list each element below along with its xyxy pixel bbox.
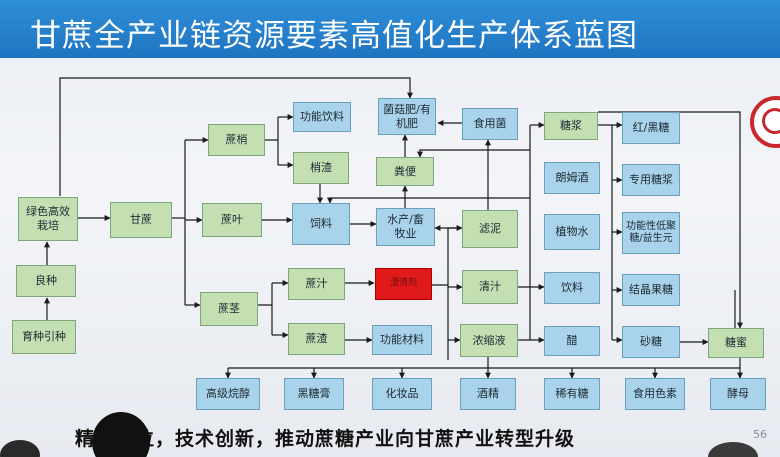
node-qingzhi: 清汁 [462, 270, 518, 304]
node-cu: 醋 [544, 326, 600, 356]
node-gongneng-cailiao: 功能材料 [372, 325, 432, 355]
node-ganzhe: 甘蔗 [110, 202, 172, 238]
node-jiaomu: 酵母 [710, 378, 766, 410]
node-jiaojun: 菌菇肥/有机肥 [378, 98, 436, 135]
title-bar: 甘蔗全产业链资源要素高值化生产体系蓝图 [0, 0, 780, 58]
edge-top-loop [59, 77, 413, 196]
node-siliao: 饲料 [292, 203, 350, 245]
node-tangmi: 糖蜜 [708, 328, 764, 358]
edge-tangmi-siliao [330, 198, 736, 330]
node-xiyoutang: 稀有糖 [544, 378, 600, 410]
audience-head-silhouette [0, 440, 40, 457]
node-heitanggao: 黑糖膏 [284, 378, 344, 410]
node-jiujing: 酒精 [460, 378, 516, 410]
edge-zhejing-junction [258, 283, 273, 335]
node-lvse: 绿色高效栽培 [18, 197, 78, 241]
node-gongnengxing: 功能性低聚糖/益生元 [622, 212, 680, 254]
node-shaozha: 梢渣 [293, 152, 349, 184]
node-nongsuoye: 浓缩液 [460, 324, 518, 357]
edge-zheshao-junction [265, 117, 279, 165]
node-zheye: 蔗叶 [202, 203, 262, 237]
node-yinliao: 饮料 [544, 272, 600, 304]
node-fenbian: 粪便 [376, 157, 434, 186]
node-jiejingguotang: 结晶果糖 [622, 274, 680, 306]
node-zhezha: 蔗渣 [288, 323, 345, 355]
node-huazhuangpin: 化妆品 [372, 378, 432, 410]
node-liangzhong: 良种 [16, 265, 76, 297]
page-number: 56 [753, 428, 767, 441]
node-shatang: 砂糖 [622, 326, 680, 358]
node-zhuanyongtangjiang: 专用糖浆 [622, 164, 680, 196]
edge-feed-branch [417, 149, 530, 158]
audience-head-silhouette [92, 412, 150, 457]
node-gaojiwanchun: 高级烷醇 [196, 378, 260, 410]
node-langmujiu: 朗姆酒 [544, 162, 600, 194]
node-zhezhi: 蔗汁 [288, 268, 345, 300]
audience-head-silhouette [708, 442, 758, 457]
node-hongheitang: 红/黑糖 [622, 112, 680, 144]
node-tangjiang: 糖浆 [544, 112, 598, 140]
slide-caption: 精准定位，技术创新，推动蔗糖产业向甘蔗产业转型升级 [75, 428, 576, 450]
node-zhiwushui: 植物水 [544, 214, 600, 250]
edge-red-junction [432, 228, 449, 360]
node-shuichan: 水产/畜牧业 [376, 208, 435, 246]
node-zhejing: 蔗茎 [200, 292, 258, 326]
node-gongneng-yinliao: 功能饮料 [293, 102, 351, 132]
page-title: 甘蔗全产业链资源要素高值化生产体系蓝图 [30, 18, 638, 54]
node-shiyongsesu: 食用色素 [625, 378, 685, 410]
node-zheshao: 蔗梢 [208, 124, 265, 156]
node-shiyongjun: 食用菌 [462, 108, 518, 140]
node-red-box: 澄清剂 [375, 268, 432, 300]
logo-inner-ring [762, 108, 780, 134]
node-luni: 滤泥 [462, 210, 518, 248]
node-yuzhong: 育种引种 [12, 320, 76, 354]
